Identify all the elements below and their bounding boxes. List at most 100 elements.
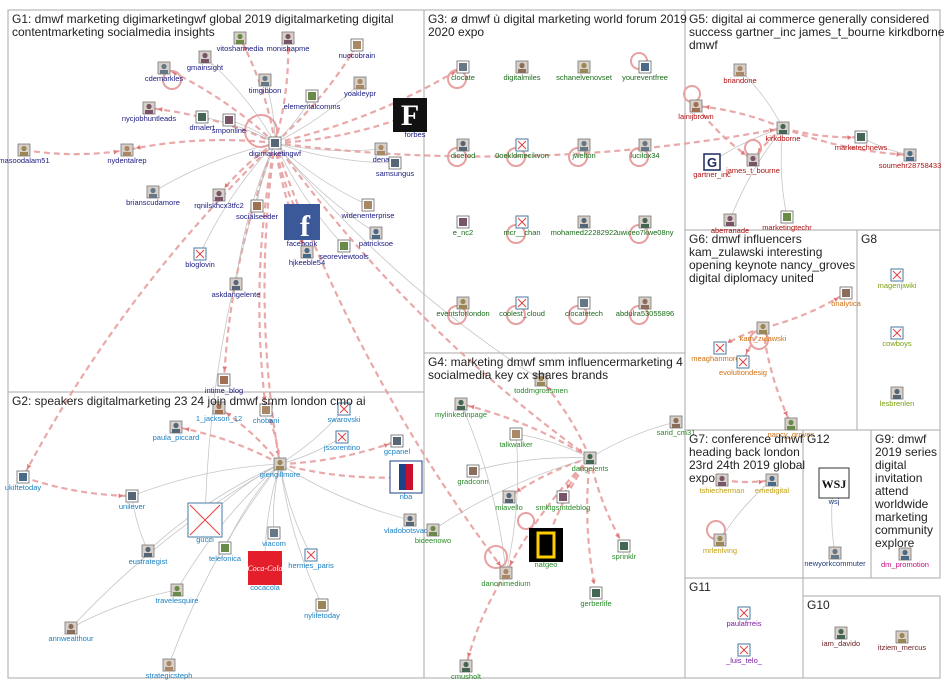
node-_luis_telo_[interactable]: _luis_telo_ <box>725 643 763 665</box>
node-vladobotsvadze[interactable]: vladobotsvadze <box>384 513 436 535</box>
node-annwealthour[interactable]: annwealthour <box>48 621 94 643</box>
node-tshiecherman[interactable]: tshiecherman <box>699 473 745 495</box>
node-gradconn[interactable]: gradconn <box>457 464 489 486</box>
node-abdulra53055896[interactable]: abdulra53055896 <box>616 296 674 318</box>
node-intime_blog[interactable]: intime_blog <box>205 373 243 395</box>
node-hermes_paris[interactable]: hermes_paris <box>288 548 334 570</box>
node-natgeo[interactable]: natgeo <box>529 528 563 569</box>
node-viacom[interactable]: viacom <box>262 526 286 548</box>
node-swarovski[interactable]: swarovski <box>328 402 361 424</box>
node-nylifetoday[interactable]: nylifetoday <box>304 598 340 620</box>
node-1_jackson_12[interactable]: 1_jackson_12 <box>196 401 242 423</box>
node-dm_promotion[interactable]: dm_promotion <box>881 547 929 569</box>
node-bloglovin[interactable]: bloglovin <box>185 247 215 269</box>
node-eustrategist[interactable]: eustrategist <box>129 544 169 566</box>
node-gucci[interactable]: gucci <box>187 502 223 544</box>
node-eventsforlondon[interactable]: eventsforlondon <box>436 296 490 318</box>
node-yoakleypr[interactable]: yoakleypr <box>344 76 377 98</box>
node-coolest_cloud[interactable]: coolest_cloud <box>499 296 545 318</box>
node-gcpanel[interactable]: gcpanel <box>384 434 411 456</box>
node-magenjiwiki[interactable]: magenjiwiki <box>878 268 917 290</box>
node-widenenterprise[interactable]: widenenterprise <box>341 198 395 220</box>
node-james_t_bourne[interactable]: james_t_bourne <box>725 153 780 175</box>
node-brianscudamore[interactable]: brianscudamore <box>126 185 180 207</box>
node-jssorentino[interactable]: jssorentino <box>323 430 360 452</box>
node-socialseeder[interactable]: socialseeder <box>236 199 279 221</box>
node-digitalmiles[interactable]: digitalmiles <box>503 60 541 82</box>
node-kam_zulawski[interactable]: kam_zulawski <box>740 321 787 343</box>
node-dicerod[interactable]: dicerod <box>451 138 476 160</box>
node-hjkeeble54[interactable]: hjkeeble54 <box>289 245 325 267</box>
node-meaghanmoreill_[interactable]: meaghanmoreill_ <box>691 341 750 363</box>
node-toddmgrossmen[interactable]: toddmgrossmen <box>514 373 568 395</box>
node-sarid_cm31[interactable]: sarid_cm31 <box>657 415 696 437</box>
node-marketechnews[interactable]: marketechnews <box>835 130 888 152</box>
node-nydentalrep[interactable]: nydentalrep <box>107 143 147 165</box>
node-cmusholt[interactable]: cmusholt <box>451 659 482 681</box>
node-bideenowo[interactable]: bideenowo <box>415 523 451 545</box>
node-samsungus[interactable]: samsungus <box>376 156 415 178</box>
node-youreventfree[interactable]: youreventfree <box>622 60 668 82</box>
node-newyorkcommuter[interactable]: newyorkcommuter <box>804 546 866 568</box>
node-e_nc2[interactable]: e_nc2 <box>453 215 473 237</box>
node-cdemarkles[interactable]: cdemarkles <box>145 61 184 83</box>
node-clocate[interactable]: clocate <box>451 60 475 82</box>
node-lucilox34[interactable]: lucilox34 <box>630 138 660 160</box>
node-vitosharmedia[interactable]: vitosharmedia <box>217 31 265 53</box>
node-smktgsmtdeblog[interactable]: smktgsmtdeblog <box>536 490 591 512</box>
node-nancy_groves[interactable]: nancy_groves <box>768 417 815 439</box>
node-cowboys[interactable]: cowboys <box>882 326 912 348</box>
node-paulafrreis[interactable]: paulafrreis <box>726 606 762 628</box>
node-dangelents[interactable]: dangelents <box>572 451 609 473</box>
node-patricksoe[interactable]: patricksoe <box>359 226 393 248</box>
node-travelesquire[interactable]: travelesquire <box>156 583 199 605</box>
node-gmainsight[interactable]: gmainsight <box>187 50 224 72</box>
node-gerberlife[interactable]: gerberlife <box>580 586 612 608</box>
node-elementalcomms[interactable]: elementalcomms <box>284 89 341 111</box>
node-unilever[interactable]: unilever <box>119 489 146 511</box>
node-briandone[interactable]: briandone <box>723 63 757 85</box>
node-lesbrenlen[interactable]: lesbrenlen <box>880 386 915 408</box>
node-timgibbon[interactable]: timgibbon <box>249 73 282 95</box>
node-chobani[interactable]: chobani <box>253 403 280 425</box>
node-onalytica[interactable]: onalytica <box>831 286 862 308</box>
node-talkwalker[interactable]: talkwalker <box>499 427 533 449</box>
node-emedigital[interactable]: emedigital <box>755 473 790 495</box>
node-smponline[interactable]: smponline <box>212 113 246 135</box>
node-dena[interactable]: dena <box>373 142 391 164</box>
node-dmalert[interactable]: dmalert <box>189 110 215 132</box>
node-sprinklr[interactable]: sprinklr <box>612 539 637 561</box>
node-danonimedium[interactable]: danonimedium <box>481 566 531 588</box>
node-masoodalam51[interactable]: masoodalam51 <box>0 143 50 165</box>
node-nuccobrain[interactable]: nuccobrain <box>339 38 376 60</box>
node-mohamed22282922[interactable]: mohamed22282922 <box>551 215 618 237</box>
node-mcr__chan[interactable]: mcr__chan <box>503 215 541 237</box>
node-nba[interactable]: nba <box>389 460 423 501</box>
node-ukiftetoday[interactable]: ukiftetoday <box>5 470 42 492</box>
node-rqnilskhcx3tfc2[interactable]: rqnilskhcx3tfc2 <box>194 188 244 210</box>
node-askdangelente[interactable]: askdangelente <box>212 277 261 299</box>
node-clocatetech[interactable]: clocatetech <box>565 296 603 318</box>
node-iam_davido[interactable]: iam_davido <box>822 626 860 648</box>
node-0oekldmecikvon[interactable]: 0oekldmecikvon <box>495 138 549 160</box>
node-monishapme[interactable]: monishapme <box>267 31 310 53</box>
node-marketingtechr[interactable]: marketingtechr <box>762 210 812 232</box>
node-aberranade[interactable]: aberranade <box>711 213 749 235</box>
node-digimarketingwf[interactable]: digimarketingwf <box>249 136 302 158</box>
node-jwelton[interactable]: jwelton <box>571 138 596 160</box>
node-strategicsteph[interactable]: strategicsteph <box>146 658 193 680</box>
node-kirkdborne[interactable]: kirkdborne <box>765 121 801 143</box>
node-seoreviewtools[interactable]: seoreviewtools <box>319 239 369 261</box>
node-itziem_mercus[interactable]: itziem_mercus <box>878 630 927 652</box>
node-evolutiondesig[interactable]: evolutiondesig <box>719 355 767 377</box>
node-telefonica[interactable]: telefonica <box>209 541 242 563</box>
node-lainijbrown[interactable]: lainijbrown <box>678 99 714 121</box>
node-mylinkedinpage[interactable]: mylinkedinpage <box>435 397 487 419</box>
node-uwiceo7kwe08ny[interactable]: uwiceo7kwe08ny <box>616 215 674 237</box>
node-mrlenlving[interactable]: mrlenlving <box>703 533 737 555</box>
node-mlavello[interactable]: mlavello <box>495 490 523 512</box>
